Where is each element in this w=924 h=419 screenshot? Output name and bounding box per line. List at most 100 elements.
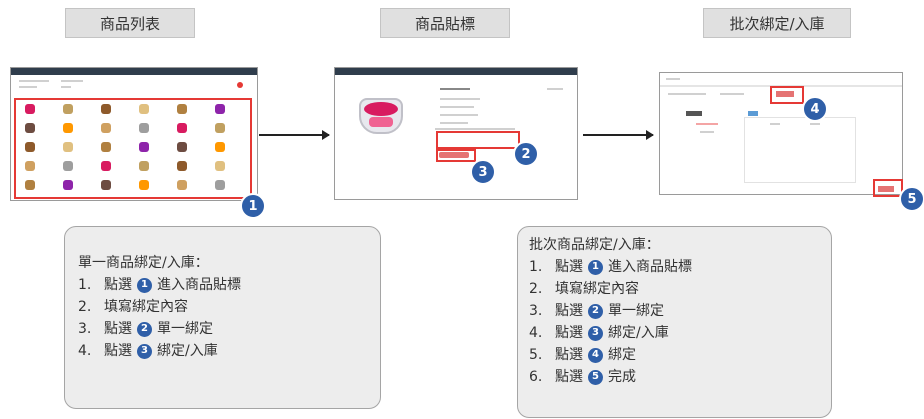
product-thumbnail: [25, 180, 35, 190]
single-bind-button: [439, 152, 469, 158]
step-text: 點選: [555, 347, 583, 363]
badge-2: 2: [513, 141, 539, 167]
product-thumbnail: [177, 180, 187, 190]
flow-arrow-1: [259, 130, 330, 140]
product-thumbnail: [25, 104, 35, 114]
step-text: 點選: [555, 325, 583, 341]
done-button: [878, 186, 894, 192]
bind-button: [776, 91, 794, 97]
col-line: [810, 123, 820, 125]
product-thumbnail: [101, 142, 111, 152]
product-thumbnail: [139, 142, 149, 152]
filter-line: [61, 80, 83, 82]
highlight-done-btn: [873, 179, 903, 197]
product-thumbnail: [215, 123, 225, 133]
step-number: 4.: [529, 325, 543, 341]
step-number: 6.: [529, 369, 543, 385]
step-badge: 5: [588, 369, 603, 385]
step-number: 5.: [529, 347, 543, 363]
filter-line: [19, 86, 37, 88]
step-number: 1.: [529, 259, 543, 275]
header-product-label: 商品貼標: [380, 8, 510, 38]
field-line: [668, 93, 706, 95]
product-thumbnail: [63, 123, 73, 133]
tabs-line: [435, 128, 515, 130]
product-thumbnail: [101, 104, 111, 114]
step-text: 填寫綁定內容: [555, 281, 639, 297]
batch-bind-screenshot: [659, 72, 903, 195]
product-title-line: [440, 88, 470, 90]
step-badge: 3: [137, 343, 152, 359]
product-image: [359, 98, 403, 134]
result-table: [744, 117, 856, 183]
step-action: 綁定/入庫: [157, 343, 218, 359]
step-number: 4.: [78, 343, 92, 359]
action-button: [237, 82, 243, 88]
product-label-screenshot: [334, 67, 578, 200]
product-thumbnail: [101, 123, 111, 133]
detail-line: [440, 106, 474, 108]
step-text: 點選: [104, 277, 132, 293]
step-badge: 3: [588, 325, 603, 341]
badge-5: 5: [899, 186, 924, 212]
flow-arrow-2: [583, 130, 654, 140]
step-text: 點選: [555, 259, 583, 275]
step-action: 完成: [608, 369, 636, 385]
selected-row: [696, 123, 718, 125]
product-thumbnail: [63, 161, 73, 171]
step-action: 進入商品貼標: [157, 277, 241, 293]
product-thumbnail: [25, 161, 35, 171]
badge-1: 1: [240, 193, 266, 219]
step-action: 進入商品貼標: [608, 259, 692, 275]
col-line: [770, 123, 780, 125]
app-top-bar: [335, 68, 577, 75]
step-number: 3.: [529, 303, 543, 319]
filter-line: [61, 86, 71, 88]
title-line: [666, 78, 680, 80]
product-thumbnail: [63, 142, 73, 152]
product-thumbnail: [215, 180, 225, 190]
step-text: 點選: [104, 343, 132, 359]
product-thumbnail: [177, 123, 187, 133]
step-item: 5. 點選 4 綁定: [529, 344, 831, 366]
step-number: 2.: [529, 281, 543, 297]
detail-line: [440, 122, 468, 124]
product-thumbnail: [63, 180, 73, 190]
row-line: [700, 131, 714, 133]
app-top-bar: [11, 68, 257, 75]
filter-line: [19, 80, 49, 82]
detail-line: [440, 98, 480, 100]
single-bind-title: 單一商品綁定/入庫：: [78, 255, 209, 271]
tag-chip: [686, 111, 702, 116]
step-item: 2. 填寫綁定內容: [78, 296, 380, 318]
product-thumbnail: [25, 123, 35, 133]
product-thumbnail: [177, 142, 187, 152]
header-batch-bind: 批次綁定/入庫: [703, 8, 851, 38]
product-thumbnail: [63, 104, 73, 114]
product-list-screenshot: [10, 67, 258, 201]
step-number: 2.: [78, 299, 92, 315]
step-text: 填寫綁定內容: [104, 299, 188, 315]
step-badge: 2: [588, 303, 603, 319]
step-badge: 4: [588, 347, 603, 363]
product-thumbnail: [177, 104, 187, 114]
tag-chip: [748, 111, 758, 116]
batch-bind-title: 批次商品綁定/入庫：: [529, 237, 660, 253]
step-badge: 2: [137, 321, 152, 337]
step-action: 單一綁定: [157, 321, 213, 337]
highlight-bind-btn: [770, 86, 804, 104]
header-product-list: 商品列表: [65, 8, 195, 38]
product-thumbnail: [139, 123, 149, 133]
step-action: 綁定: [608, 347, 636, 363]
product-thumbnail: [139, 104, 149, 114]
product-thumbnail: [101, 180, 111, 190]
